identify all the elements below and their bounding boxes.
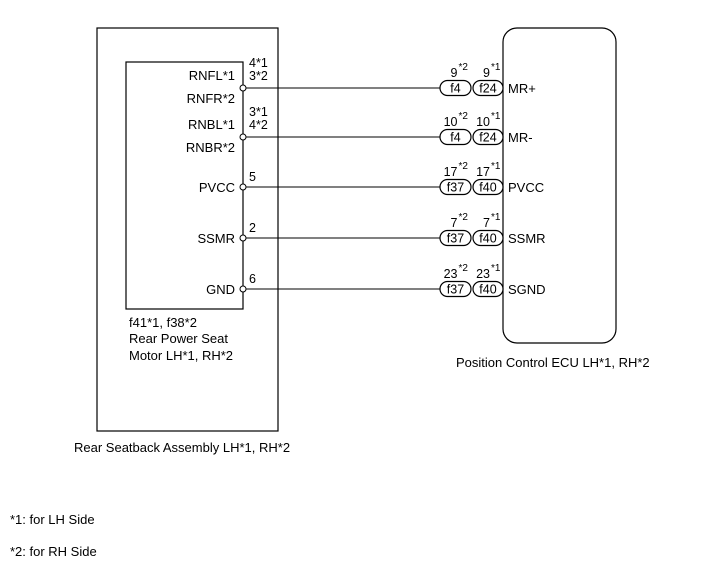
connector-pin-mark: *1 <box>491 161 501 172</box>
motor-pin-number: 4*2 <box>249 118 268 132</box>
motor-terminal-label: SSMR <box>197 231 235 246</box>
motor-terminal-label: RNFL*1 <box>189 68 235 83</box>
motor-name-line1: Rear Power Seat <box>129 331 228 346</box>
ecu-terminal-label: MR+ <box>508 81 536 96</box>
ecu-terminal-label: SGND <box>508 282 546 297</box>
connector-f4 <box>439 79 472 97</box>
connector-pin-mark: *1 <box>491 212 501 223</box>
connector-pin-mark: *2 <box>459 161 469 172</box>
connector-name: f24 <box>479 82 496 96</box>
connector-f40 <box>472 178 504 196</box>
motor-pin-number: 6 <box>249 272 256 286</box>
connector-name: f24 <box>479 131 496 145</box>
connector-pin-number: 7 <box>451 216 458 230</box>
connector-f40 <box>472 280 504 298</box>
connector-pin-mark: *2 <box>459 263 469 274</box>
motor-connectors-label: f41*1, f38*2 <box>129 315 197 330</box>
connector-name: f37 <box>447 283 464 297</box>
connector-pin-mark: *2 <box>459 111 469 122</box>
connector-pin-mark: *1 <box>491 263 501 274</box>
motor-pin-number: 3*1 <box>249 105 268 119</box>
connector-name: f40 <box>479 181 496 195</box>
motor-pin-4 <box>239 285 247 293</box>
motor-pin-0 <box>239 84 247 92</box>
connector-pin-number: 23 <box>444 267 458 281</box>
motor-name-line2: Motor LH*1, RH*2 <box>129 348 233 363</box>
connector-name: f37 <box>447 181 464 195</box>
connector-pin-number: 10 <box>444 115 458 129</box>
connector-pin-number: 10 <box>476 115 490 129</box>
motor-pin-number: 3*2 <box>249 69 268 83</box>
connector-f37 <box>439 178 472 196</box>
motor-pin-3 <box>239 234 247 242</box>
connector-pin-mark: *1 <box>491 62 501 73</box>
connector-f37 <box>439 229 472 247</box>
motor-pin-number: 4*1 <box>249 56 268 70</box>
connector-name: f37 <box>447 232 464 246</box>
connector-pin-number: 9 <box>483 66 490 80</box>
footnote-rh: *2: for RH Side <box>10 544 97 559</box>
connector-name: f40 <box>479 283 496 297</box>
connector-pin-mark: *2 <box>459 212 469 223</box>
connector-f4 <box>439 128 472 146</box>
seatback-assembly-box <box>96 27 279 432</box>
motor-terminal-label: GND <box>206 282 235 297</box>
connector-pin-number: 17 <box>476 165 490 179</box>
motor-terminal-label: RNBR*2 <box>186 140 235 155</box>
connector-name: f4 <box>450 131 460 145</box>
motor-terminal-label: PVCC <box>199 180 235 195</box>
connector-pin-mark: *1 <box>491 111 501 122</box>
connector-pin-number: 7 <box>483 216 490 230</box>
connector-f24 <box>472 128 504 146</box>
motor-pin-number: 5 <box>249 170 256 184</box>
motor-pin-2 <box>239 183 247 191</box>
ecu-label: Position Control ECU LH*1, RH*2 <box>456 355 650 370</box>
motor-pin-number: 2 <box>249 221 256 235</box>
motor-terminal-label: RNBL*1 <box>188 117 235 132</box>
footnote-lh: *1: for LH Side <box>10 512 95 527</box>
connector-pin-number: 9 <box>451 66 458 80</box>
motor-terminal-label: RNFR*2 <box>187 91 235 106</box>
seatback-assembly-label: Rear Seatback Assembly LH*1, RH*2 <box>74 440 290 455</box>
connector-name: f40 <box>479 232 496 246</box>
connector-name: f4 <box>450 82 460 96</box>
connector-f24 <box>472 79 504 97</box>
connector-pin-mark: *2 <box>459 62 469 73</box>
ecu-terminal-label: PVCC <box>508 180 544 195</box>
connector-f37 <box>439 280 472 298</box>
connector-pin-number: 23 <box>476 267 490 281</box>
ecu-terminal-label: MR- <box>508 130 533 145</box>
ecu-terminal-label: SSMR <box>508 231 546 246</box>
motor-pin-1 <box>239 133 247 141</box>
connector-f40 <box>472 229 504 247</box>
connector-pin-number: 17 <box>444 165 458 179</box>
